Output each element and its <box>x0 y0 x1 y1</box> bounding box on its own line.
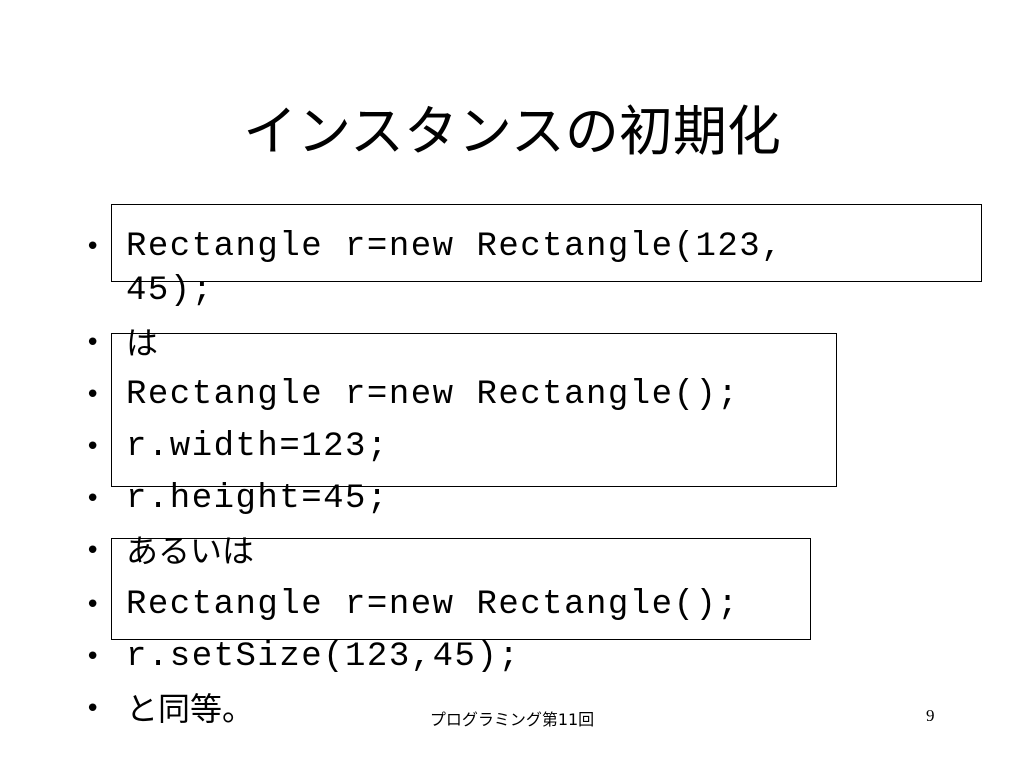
highlight-box-setsize <box>111 538 811 640</box>
footer-course-title: プログラミング第11回 <box>429 710 595 729</box>
highlight-box-field-assignment <box>111 333 837 487</box>
bullet-glyph: • <box>85 590 102 620</box>
list-item-text: Rectangle r=new Rectangle(123, <box>126 228 784 266</box>
bullet-glyph: • <box>85 232 102 262</box>
list-item-text: あるいは <box>126 532 255 570</box>
list-item-text: 45); <box>126 272 214 310</box>
bullet-glyph: • <box>85 484 102 514</box>
bullet-glyph: • <box>85 694 101 724</box>
bullet-glyph: • <box>85 536 101 566</box>
list-item-text: と同等。 <box>126 690 255 728</box>
bullet-glyph: • <box>85 380 102 410</box>
bullet-glyph: • <box>85 328 101 358</box>
footer-page-number: 9 <box>926 706 935 725</box>
list-item-text: r.setSize(123,45); <box>126 638 521 676</box>
highlight-box-constructor <box>111 204 982 282</box>
list-item-text: Rectangle r=new Rectangle(); <box>126 376 740 414</box>
bullet-glyph: • <box>85 642 102 672</box>
slide-title: インスタンスの初期化 <box>243 100 781 163</box>
list-item-text: r.width=123; <box>126 428 389 466</box>
list-item-text: Rectangle r=new Rectangle(); <box>126 586 740 624</box>
list-item-text: は <box>126 324 159 362</box>
list-item-text: r.height=45; <box>126 480 389 518</box>
bullet-glyph: • <box>85 432 102 462</box>
